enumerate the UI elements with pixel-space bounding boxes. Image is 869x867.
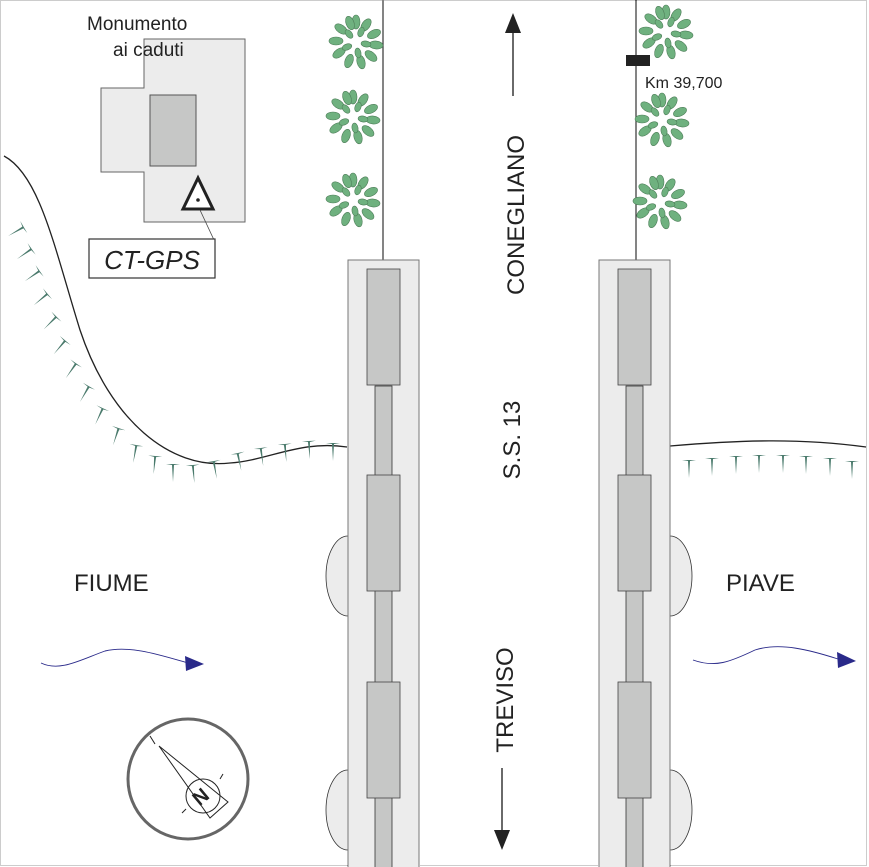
pier-cutwater-left: [325, 535, 349, 617]
direction-label-conegliano: CONEGLIANO: [503, 135, 530, 295]
river-label-piave: PIAVE: [726, 570, 795, 597]
hatch-tick: [845, 461, 859, 479]
gps-label-box: [88, 238, 216, 279]
pier-cutwater-right: [669, 769, 693, 851]
monument-core: [149, 94, 197, 167]
compass-icon: N: [126, 717, 250, 841]
river-label-fiume: FIUME: [74, 570, 149, 597]
tree-icon: [638, 4, 694, 61]
tree-icon: [632, 174, 688, 231]
road-name-label: S.S. 13: [499, 401, 526, 480]
hatch-tick: [253, 447, 271, 467]
hatch-tick: [60, 359, 82, 383]
hatch-tick: [4, 220, 28, 243]
km-marker-label: Km 39,700: [645, 75, 722, 92]
gps-leader-line: [199, 209, 215, 241]
direction-label-treviso: TREVISO: [492, 647, 519, 752]
hatch-tick: [230, 451, 249, 473]
hatch-tick: [73, 382, 96, 406]
hatch-tick: [752, 455, 766, 473]
hatch-tick: [29, 288, 53, 311]
north-arrow: [505, 13, 521, 96]
flow-arrow-left: [40, 648, 204, 671]
bridge-deck-right: [598, 259, 671, 867]
hatch-tick: [12, 243, 36, 265]
bridge-deck-left: [347, 259, 420, 867]
right-embankment-hatch: [682, 455, 859, 479]
monument-label-line2: ai caduti: [113, 40, 184, 61]
pier-cutwater-right: [669, 535, 693, 617]
hatch-tick: [729, 456, 743, 474]
right-riverbank-line: [669, 440, 867, 448]
km-marker-icon: [626, 55, 650, 66]
tree-icon: [634, 92, 690, 149]
hatch-tick: [705, 458, 719, 476]
left-riverbank-line: [3, 155, 348, 465]
hatch-tick: [38, 311, 62, 335]
hatch-tick: [48, 335, 71, 359]
pier-cutwater-left: [325, 769, 349, 851]
hatch-tick: [20, 265, 44, 287]
hatch-tick: [823, 458, 837, 476]
tree-icon: [325, 172, 381, 229]
south-arrow: [494, 768, 510, 850]
hatch-tick: [185, 464, 202, 484]
hatch-tick: [682, 460, 696, 478]
tree-icon: [325, 89, 381, 146]
hatch-tick: [799, 456, 813, 474]
gps-label: CT-GPS: [104, 245, 200, 275]
hatch-tick: [126, 443, 144, 464]
flow-arrow-right: [692, 646, 856, 668]
hatch-tick: [146, 455, 163, 475]
hatch-tick: [106, 425, 126, 448]
hatch-tick: [88, 405, 110, 428]
tree-icon: [328, 14, 384, 71]
monument-label-line1: Monumento: [87, 14, 187, 35]
gps-station-icon: [180, 174, 216, 211]
hatch-tick: [301, 440, 317, 460]
hatch-tick: [166, 464, 180, 482]
hatch-tick: [776, 455, 790, 473]
